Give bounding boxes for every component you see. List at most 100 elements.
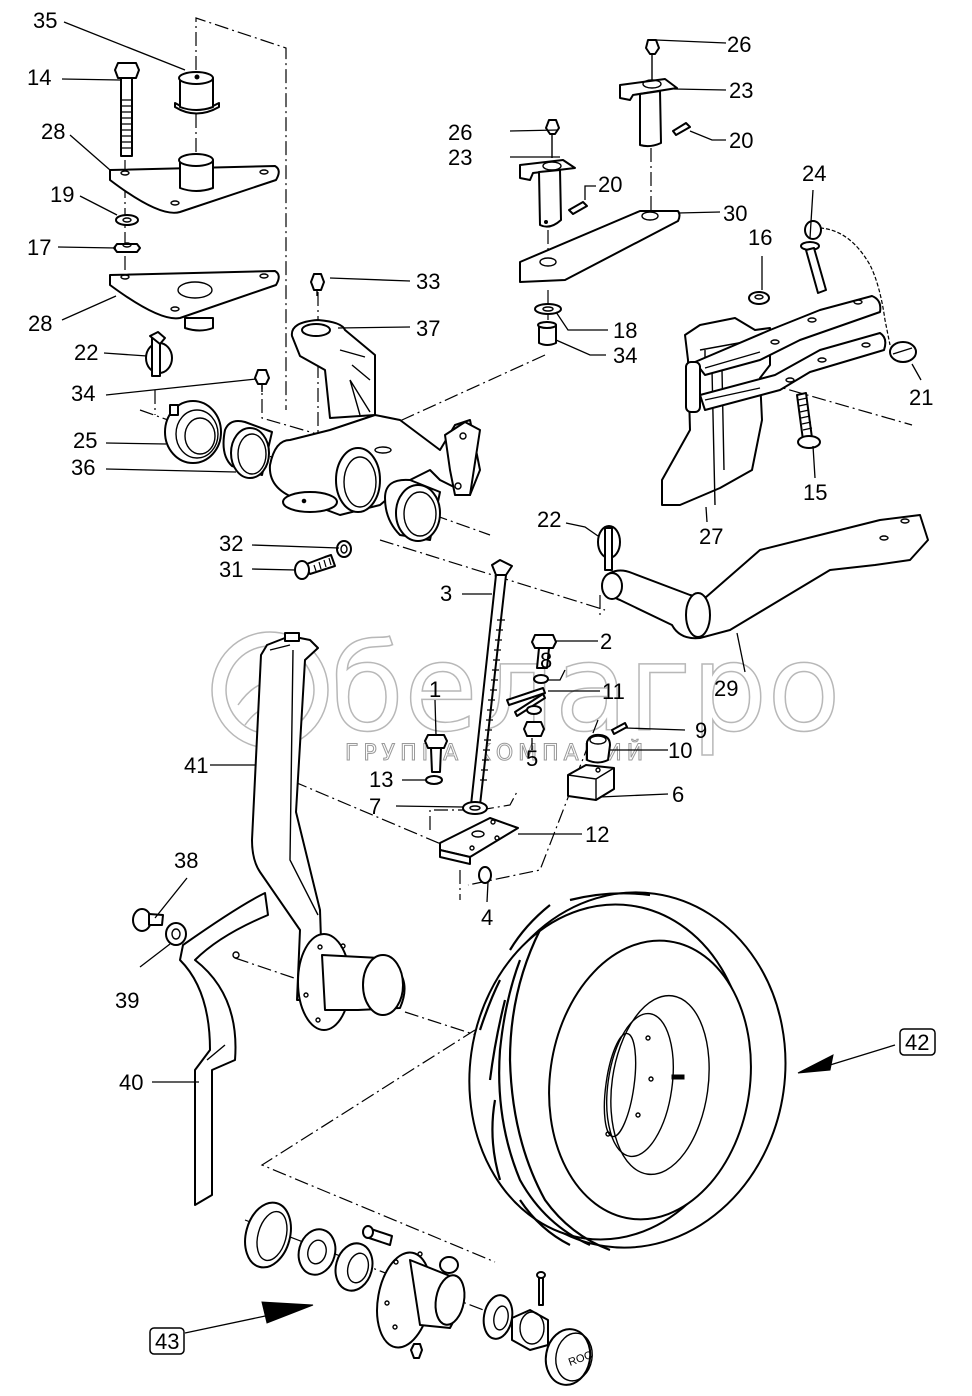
label-26-right: 26 bbox=[727, 32, 751, 57]
hub-washer bbox=[297, 1228, 337, 1276]
part-30-link-bar bbox=[519, 210, 681, 283]
part-22-lynch-pin-right bbox=[597, 525, 621, 571]
part-33-grease-nipple bbox=[310, 273, 325, 296]
label-41: 41 bbox=[184, 753, 208, 778]
hub-bolt bbox=[362, 1225, 393, 1246]
part-17-nut bbox=[113, 242, 141, 253]
label-25: 25 bbox=[73, 428, 97, 453]
label-28-upper: 28 bbox=[41, 119, 65, 144]
hub-castle-nut bbox=[511, 1309, 549, 1351]
part-28-upper-plate bbox=[109, 153, 280, 214]
label-23-right: 23 bbox=[729, 78, 753, 103]
part-7-washer bbox=[462, 801, 488, 815]
label-4: 4 bbox=[481, 905, 493, 930]
part-8-washer bbox=[533, 674, 549, 684]
hub-nut bbox=[439, 1256, 459, 1274]
hub-outer-bearing bbox=[482, 1294, 514, 1340]
label-9: 9 bbox=[695, 718, 707, 743]
label-6: 6 bbox=[672, 782, 684, 807]
part-25-seal-ring bbox=[164, 400, 222, 464]
part-14-bolt bbox=[114, 62, 140, 157]
part-4-nut bbox=[478, 866, 492, 884]
part-11-cotter-pin bbox=[506, 687, 546, 717]
label-19: 19 bbox=[50, 182, 74, 207]
hub-grease-nipple bbox=[410, 1343, 423, 1359]
label-11: 11 bbox=[602, 679, 625, 704]
part-35-bushing bbox=[174, 71, 220, 115]
label-38: 38 bbox=[174, 848, 198, 873]
part-32-washer bbox=[336, 540, 352, 558]
part-2-bolt bbox=[531, 634, 557, 669]
label-22-left: 22 bbox=[74, 340, 98, 365]
hub-cotter-pin bbox=[536, 1271, 546, 1306]
label-22-right: 22 bbox=[537, 507, 561, 532]
part-34-grease-nipple-left bbox=[254, 369, 270, 392]
wheel-assembly bbox=[468, 891, 787, 1252]
label-20-right: 20 bbox=[729, 128, 753, 153]
hub-body bbox=[376, 1251, 466, 1349]
part-5-nut bbox=[523, 705, 545, 737]
part-26-grease-nipple-right bbox=[645, 39, 660, 80]
label-18: 18 bbox=[613, 318, 637, 343]
label-36: 36 bbox=[71, 455, 95, 480]
label-34-left: 34 bbox=[71, 381, 95, 406]
label-20-center: 20 bbox=[598, 172, 622, 197]
part-1-bolt bbox=[424, 734, 448, 773]
label-8: 8 bbox=[540, 648, 552, 673]
hub-inner-bearing bbox=[334, 1242, 374, 1292]
label-33: 33 bbox=[416, 269, 440, 294]
part-38-bolt bbox=[132, 908, 164, 932]
label-35: 35 bbox=[33, 8, 57, 33]
part-6-block bbox=[567, 764, 615, 801]
label-31: 31 bbox=[219, 557, 243, 582]
label-29: 29 bbox=[714, 676, 738, 701]
hub-cap: ROC bbox=[544, 1328, 594, 1386]
part-23-pin-center bbox=[519, 159, 576, 228]
hub-seal bbox=[244, 1201, 292, 1269]
part-9-spring-pin bbox=[611, 722, 628, 735]
label-7: 7 bbox=[369, 794, 381, 819]
label-30: 30 bbox=[723, 201, 747, 226]
stub-axle bbox=[297, 933, 406, 1031]
part-31-bolt bbox=[294, 554, 336, 580]
callout-43-label: 43 bbox=[155, 1329, 179, 1354]
axle-housing bbox=[268, 414, 481, 516]
part-bushing-right bbox=[384, 478, 441, 542]
label-10: 10 bbox=[668, 738, 692, 763]
part-18-washer bbox=[534, 303, 562, 315]
callout-42-label: 42 bbox=[905, 1030, 929, 1055]
label-3: 3 bbox=[440, 581, 452, 606]
label-13: 13 bbox=[369, 767, 393, 792]
label-24: 24 bbox=[802, 161, 826, 186]
label-34-right: 34 bbox=[613, 343, 637, 368]
label-40: 40 bbox=[119, 1070, 143, 1095]
label-2: 2 bbox=[600, 629, 612, 654]
part-29-wheel-arm bbox=[601, 514, 929, 640]
part-36-bushing-sleeve bbox=[222, 420, 273, 479]
part-37-pivot-bracket bbox=[290, 319, 376, 419]
label-21: 21 bbox=[909, 385, 933, 410]
part-bracket-strap bbox=[685, 295, 887, 413]
label-27: 27 bbox=[699, 524, 723, 549]
label-1: 1 bbox=[429, 677, 441, 702]
label-5: 5 bbox=[526, 746, 538, 771]
part-20-roll-pin-right bbox=[672, 122, 691, 136]
part-15-bolt bbox=[796, 392, 821, 449]
leader-lines bbox=[57, 21, 922, 1083]
label-15: 15 bbox=[803, 480, 827, 505]
label-12: 12 bbox=[585, 822, 609, 847]
assembly-arrow-42 bbox=[797, 1044, 896, 1074]
part-labels: 35 14 28 19 17 28 22 34 25 36 32 31 33 3… bbox=[27, 8, 933, 1095]
label-32: 32 bbox=[219, 531, 243, 556]
part-12-base-plate bbox=[439, 817, 519, 865]
label-39: 39 bbox=[115, 988, 139, 1013]
assembly-arrow-43 bbox=[184, 1301, 314, 1334]
part-26-grease-nipple-center bbox=[545, 119, 560, 158]
label-17: 17 bbox=[27, 235, 51, 260]
part-21-clip bbox=[889, 341, 917, 363]
part-19-lock-washer bbox=[115, 214, 139, 226]
label-28-lower: 28 bbox=[28, 311, 52, 336]
part-41-stanchion bbox=[251, 632, 324, 1001]
label-37: 37 bbox=[416, 316, 440, 341]
